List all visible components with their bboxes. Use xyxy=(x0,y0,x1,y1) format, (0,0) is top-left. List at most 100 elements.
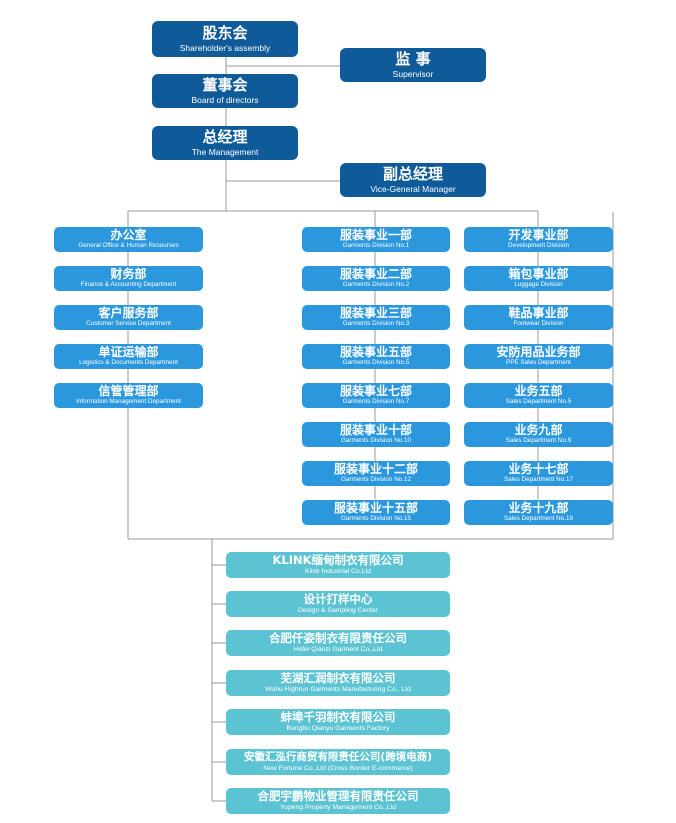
box-subtitle: Development Division xyxy=(508,242,569,250)
dept-box: 单证运输部 Logistics & Documents Department xyxy=(54,344,203,369)
box-title: 设计打样中心 xyxy=(303,592,373,607)
box-title: 信管管理部 xyxy=(98,383,159,398)
box-subtitle: Vice-General Manager xyxy=(370,183,456,194)
dept-box: 办公室 General Office & Human Resourses xyxy=(54,227,203,252)
division-box: 服装事业七部 Garments Division No.7 xyxy=(302,383,450,408)
box-title: 合肥宇鹏物业管理有限责任公司 xyxy=(257,789,419,804)
subsidiary-box: 安徽汇泓行商贸有限责任公司(跨境电商) New Fortune Co.,Ltd … xyxy=(226,749,450,775)
box-title: 财务部 xyxy=(110,266,147,281)
box-subtitle: Yupeng Property Management Co.,Ltd xyxy=(280,804,396,812)
box-title: 总经理 xyxy=(202,128,248,147)
box-title: 股东会 xyxy=(202,24,248,43)
box-subtitle: Sales Department No.5 xyxy=(505,398,572,406)
box-subtitle: New Fortune Co.,Ltd (Cross Border E-comm… xyxy=(263,764,413,772)
division-box: 鞋品事业部 Footwear Division xyxy=(464,305,613,330)
box-subtitle: Information Management Department xyxy=(76,398,181,406)
division-box: 服装事业十部 Garments Division No.10 xyxy=(302,422,450,447)
box-title: 办公室 xyxy=(110,227,147,242)
box-title: 服装事业十部 xyxy=(339,422,412,437)
division-box: 业务十九部 Sales Department No.19 xyxy=(464,500,613,525)
box-title: 芜湖汇润制衣有限公司 xyxy=(280,671,396,686)
box-subtitle: Board of directors xyxy=(191,94,259,105)
box-title: 服装事业五部 xyxy=(339,344,412,359)
subsidiary-box: 设计打样中心 Design & Sampling Center xyxy=(226,591,450,617)
subsidiary-box: 合肥宇鹏物业管理有限责任公司 Yupeng Property Managemen… xyxy=(226,788,450,814)
box-subtitle: Supervisor xyxy=(392,68,434,79)
division-box: 箱包事业部 Luggage Division xyxy=(464,266,613,291)
box-title: KLINK缅甸制衣有限公司 xyxy=(272,553,404,568)
box-subtitle: General Office & Human Resourses xyxy=(78,242,179,250)
box-title: 业务九部 xyxy=(514,422,563,437)
box-title: 鞋品事业部 xyxy=(508,305,569,320)
division-box: 业务九部 Sales Department No.9 xyxy=(464,422,613,447)
box-title: 开发事业部 xyxy=(508,227,569,242)
box-title: 单证运输部 xyxy=(98,344,159,359)
box-subtitle: Sales Department No.17 xyxy=(504,476,573,484)
box-title: 箱包事业部 xyxy=(508,266,569,281)
box-subtitle: Finance & Accounting Department xyxy=(80,281,177,289)
division-box: 业务五部 Sales Department No.5 xyxy=(464,383,613,408)
box-title: 服装事业三部 xyxy=(339,305,412,320)
box-subtitle: Bengbu Qianyu Garments Factory xyxy=(286,725,390,733)
box-subtitle: Luggage Division xyxy=(514,281,563,289)
box-subtitle: Customer Service Department xyxy=(86,320,171,328)
box-title: 服装事业十五部 xyxy=(333,500,418,515)
division-box: 服装事业十五部 Garments Division No.15 xyxy=(302,500,450,525)
box-subtitle: Sales Department No.9 xyxy=(505,437,572,445)
box-title: 业务五部 xyxy=(514,383,563,398)
box-subtitle: Design & Sampling Center xyxy=(297,607,379,615)
division-box: 服装事业三部 Garments Division No.3 xyxy=(302,305,450,330)
division-box: 服装事业二部 Garments Division No.2 xyxy=(302,266,450,291)
vice-gm-box: 副总经理 Vice-General Manager xyxy=(340,163,486,197)
box-subtitle: Shareholder's assembly xyxy=(179,42,271,53)
box-subtitle: Footwear Division xyxy=(513,320,564,328)
box-title: 合肥仟姿制衣有限责任公司 xyxy=(269,631,407,646)
box-subtitle: PPE Sales Department xyxy=(506,359,571,367)
box-subtitle: The Management xyxy=(191,146,259,157)
box-subtitle: Klink Industrial Co.Ltd xyxy=(304,568,372,576)
box-title: 客户服务部 xyxy=(98,305,159,320)
division-box: 服装事业一部 Garments Division No.1 xyxy=(302,227,450,252)
box-title: 董事会 xyxy=(202,76,248,95)
division-box: 服装事业十二部 Garments Division No.12 xyxy=(302,461,450,486)
box-subtitle: Logistics & Documents Department xyxy=(79,359,178,367)
box-subtitle: Sales Department No.19 xyxy=(504,515,573,523)
box-subtitle: Garments Division No.7 xyxy=(342,398,410,406)
box-subtitle: Garments Division No.2 xyxy=(342,281,410,289)
board-box: 董事会 Board of directors xyxy=(152,74,298,108)
box-subtitle: Wuhu Highrun Garments Manufacturing Co.,… xyxy=(265,686,411,694)
subsidiary-box: KLINK缅甸制衣有限公司 Klink Industrial Co.Ltd xyxy=(226,552,450,578)
box-title: 业务十七部 xyxy=(508,461,569,476)
box-subtitle: Hefei Qianzi Garment Co.,Ltd xyxy=(293,646,383,654)
box-title: 副总经理 xyxy=(382,165,443,184)
box-subtitle: Garments Division No.1 xyxy=(342,242,410,250)
supervisor-box: 监 事 Supervisor xyxy=(340,48,486,82)
box-subtitle: Garments Division No.5 xyxy=(342,359,410,367)
dept-box: 财务部 Finance & Accounting Department xyxy=(54,266,203,291)
subsidiary-box: 合肥仟姿制衣有限责任公司 Hefei Qianzi Garment Co.,Lt… xyxy=(226,630,450,656)
division-box: 业务十七部 Sales Department No.17 xyxy=(464,461,613,486)
division-box: 安防用品业务部 PPE Sales Department xyxy=(464,344,613,369)
dept-box: 信管管理部 Information Management Department xyxy=(54,383,203,408)
management-box: 总经理 The Management xyxy=(152,126,298,160)
box-title: 蚌埠千羽制衣有限公司 xyxy=(280,710,396,725)
box-title: 业务十九部 xyxy=(508,500,569,515)
box-subtitle: Garments Division No.12 xyxy=(341,476,411,484)
box-title: 安防用品业务部 xyxy=(496,344,581,359)
box-subtitle: Garments Division No.15 xyxy=(341,515,411,523)
division-box: 开发事业部 Development Division xyxy=(464,227,613,252)
box-subtitle: Garments Division No.10 xyxy=(341,437,411,445)
shareholders-box: 股东会 Shareholder's assembly xyxy=(152,21,298,57)
subsidiary-box: 芜湖汇润制衣有限公司 Wuhu Highrun Garments Manufac… xyxy=(226,670,450,696)
box-title: 监 事 xyxy=(395,50,431,69)
subsidiary-box: 蚌埠千羽制衣有限公司 Bengbu Qianyu Garments Factor… xyxy=(226,709,450,735)
dept-box: 客户服务部 Customer Service Department xyxy=(54,305,203,330)
box-title: 服装事业二部 xyxy=(339,266,412,281)
division-box: 服装事业五部 Garments Division No.5 xyxy=(302,344,450,369)
box-title: 服装事业七部 xyxy=(339,383,412,398)
box-title: 服装事业一部 xyxy=(339,227,412,242)
box-title: 安徽汇泓行商贸有限责任公司(跨境电商) xyxy=(243,750,433,763)
box-subtitle: Garments Division No.3 xyxy=(342,320,410,328)
